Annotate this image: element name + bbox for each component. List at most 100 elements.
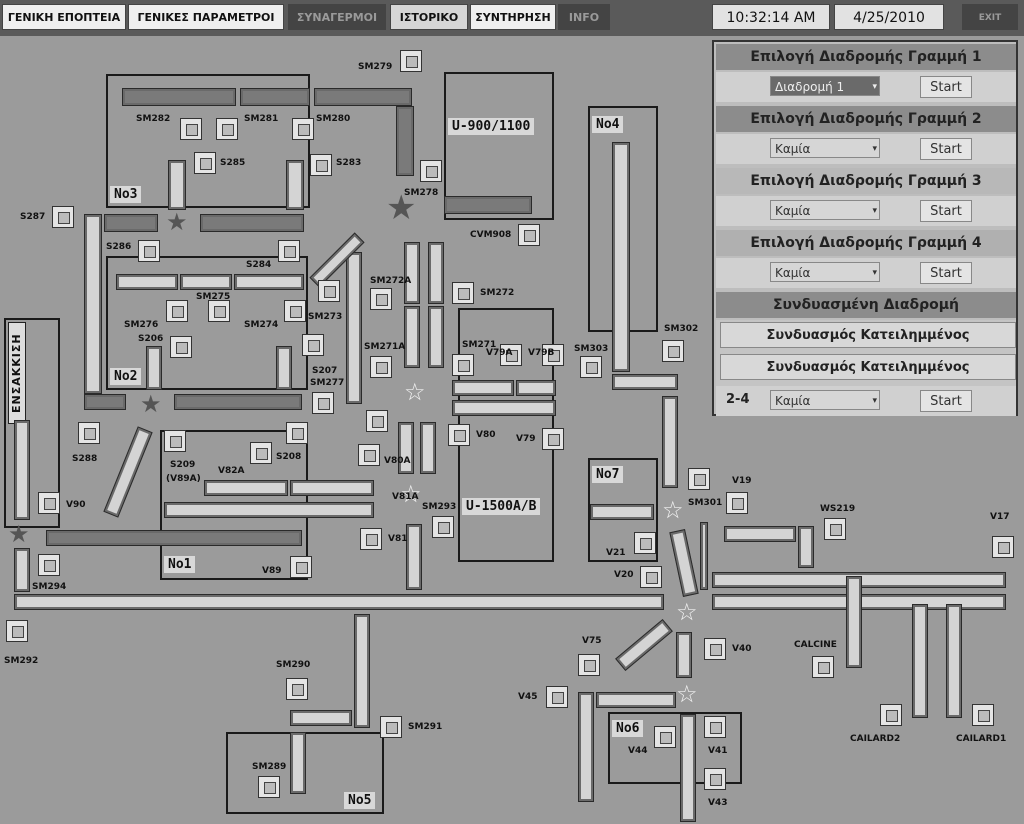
motor-s284[interactable] — [278, 240, 300, 262]
line4-route-select[interactable]: Καμία▾ — [770, 262, 880, 282]
conveyor[interactable] — [912, 604, 928, 718]
motor-v40[interactable] — [704, 638, 726, 660]
conveyor[interactable] — [590, 504, 654, 520]
conveyor[interactable] — [354, 614, 370, 728]
conveyor[interactable] — [676, 632, 692, 678]
motor-sm292[interactable] — [6, 620, 28, 642]
motor-v20[interactable] — [640, 566, 662, 588]
combo-24-select[interactable]: Καμία▾ — [770, 390, 880, 410]
motor-s208[interactable] — [286, 422, 308, 444]
conveyor[interactable] — [420, 422, 436, 474]
motor-calcine[interactable] — [812, 656, 834, 678]
conveyor[interactable] — [724, 526, 796, 542]
motor-v89[interactable] — [290, 556, 312, 578]
motor-sm278[interactable] — [420, 160, 442, 182]
combo-24-start-button[interactable]: Start — [920, 390, 972, 412]
conveyor[interactable] — [290, 710, 352, 726]
motor-sm271a[interactable] — [370, 356, 392, 378]
conveyor[interactable] — [240, 88, 310, 106]
motor-sm291[interactable] — [380, 716, 402, 738]
conveyor[interactable] — [669, 529, 699, 597]
line1-start-button[interactable]: Start — [920, 76, 972, 98]
motor-sm272[interactable] — [452, 282, 474, 304]
motor-sm301[interactable] — [688, 468, 710, 490]
motor-cailard2[interactable] — [880, 704, 902, 726]
motor-sm276[interactable] — [166, 300, 188, 322]
conveyor[interactable] — [396, 106, 414, 176]
conveyor[interactable] — [346, 252, 362, 404]
motor-v80[interactable] — [448, 424, 470, 446]
motor-cailard1[interactable] — [972, 704, 994, 726]
tab-general-supervision[interactable]: ΓΕΝΙΚΗ ΕΠΟΠΤΕΙΑ — [2, 4, 126, 30]
conveyor[interactable] — [104, 214, 158, 232]
conveyor[interactable] — [612, 374, 678, 390]
tab-general-parameters[interactable]: ΓΕΝΙΚΕΣ ΠΑΡΑΜΕΤΡΟΙ — [128, 4, 284, 30]
conveyor[interactable] — [398, 422, 414, 474]
conveyor[interactable] — [516, 380, 556, 396]
exit-button[interactable]: EXIT — [962, 4, 1018, 30]
line4-start-button[interactable]: Start — [920, 262, 972, 284]
conveyor[interactable] — [146, 346, 162, 390]
conveyor[interactable] — [84, 214, 102, 394]
motor-ws219[interactable] — [824, 518, 846, 540]
conveyor[interactable] — [290, 732, 306, 794]
motor-v44[interactable] — [654, 726, 676, 748]
conveyor[interactable] — [680, 714, 696, 822]
conveyor[interactable] — [290, 480, 374, 496]
conveyor[interactable] — [103, 426, 153, 518]
conveyor[interactable] — [404, 242, 420, 304]
motor-sm293[interactable] — [432, 516, 454, 538]
conveyor[interactable] — [404, 306, 420, 368]
conveyor[interactable] — [452, 380, 514, 396]
motor-sm273-top[interactable] — [318, 280, 340, 302]
combo-occupied-button-1[interactable]: Συνδυασμός Κατειλημμένος — [720, 322, 1016, 348]
motor-v90[interactable] — [38, 492, 60, 514]
conveyor[interactable] — [286, 160, 304, 210]
motor-sm275[interactable] — [208, 300, 230, 322]
motor-v41[interactable] — [704, 716, 726, 738]
conveyor[interactable] — [122, 88, 236, 106]
conveyor[interactable] — [168, 160, 186, 210]
conveyor[interactable] — [662, 396, 678, 488]
motor-s206[interactable] — [170, 336, 192, 358]
motor-v80a[interactable] — [358, 444, 380, 466]
motor-v19[interactable] — [726, 492, 748, 514]
conveyor[interactable] — [596, 692, 676, 708]
conveyor[interactable] — [615, 618, 673, 672]
conveyor[interactable] — [428, 242, 444, 304]
motor-sm282[interactable] — [180, 118, 202, 140]
motor-sm280[interactable] — [292, 118, 314, 140]
conveyor[interactable] — [946, 604, 962, 718]
combo-occupied-button-2[interactable]: Συνδυασμός Κατειλημμένος — [720, 354, 1016, 380]
conveyor[interactable] — [798, 526, 814, 568]
motor-v75[interactable] — [578, 654, 600, 676]
motor-v79b[interactable] — [542, 344, 564, 366]
conveyor[interactable] — [452, 400, 556, 416]
motor-cvm908[interactable] — [518, 224, 540, 246]
conveyor[interactable] — [846, 576, 862, 668]
line2-start-button[interactable]: Start — [920, 138, 972, 160]
motor-s209[interactable] — [164, 430, 186, 452]
conveyor[interactable] — [204, 480, 288, 496]
conveyor[interactable] — [14, 594, 664, 610]
line2-route-select[interactable]: Καμία▾ — [770, 138, 880, 158]
conveyor[interactable] — [14, 420, 30, 520]
conveyor[interactable] — [578, 692, 594, 802]
motor-v17[interactable] — [992, 536, 1014, 558]
motor-s286[interactable] — [138, 240, 160, 262]
motor-v79a[interactable] — [500, 344, 522, 366]
conveyor[interactable] — [200, 214, 304, 232]
conveyor[interactable] — [46, 530, 302, 546]
motor-v80a-top[interactable] — [366, 410, 388, 432]
tab-history[interactable]: ΙΣΤΟΡΙΚΟ — [390, 4, 468, 30]
conveyor[interactable] — [428, 306, 444, 368]
conveyor[interactable] — [116, 274, 178, 290]
motor-v82a[interactable] — [250, 442, 272, 464]
motor-s285[interactable] — [194, 152, 216, 174]
motor-v81[interactable] — [360, 528, 382, 550]
motor-sm302[interactable] — [662, 340, 684, 362]
conveyor[interactable] — [276, 346, 292, 390]
tab-alarms[interactable]: ΣΥΝΑΓΕΡΜΟΙ — [288, 4, 386, 30]
motor-s287[interactable] — [52, 206, 74, 228]
motor-sm274[interactable] — [284, 300, 306, 322]
